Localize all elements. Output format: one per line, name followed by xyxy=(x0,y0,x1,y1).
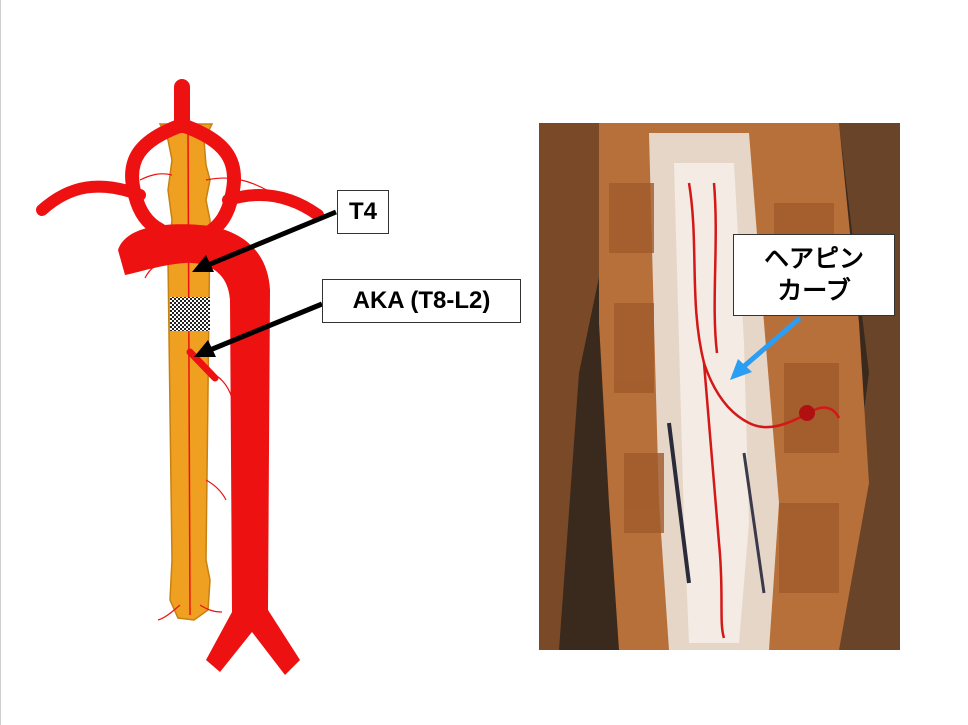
black-arrows xyxy=(192,209,337,357)
anterior-spinal-artery xyxy=(187,129,191,616)
slide-left-border xyxy=(0,0,1,725)
aortic-arch-branches xyxy=(36,79,324,239)
label-t4-text: T4 xyxy=(348,198,377,225)
label-aka-text: AKA (T8-L2) xyxy=(352,287,491,314)
label-hairpin-line1: ヘアピン xyxy=(763,245,864,273)
label-hairpin-curve: ヘアピン カーブ xyxy=(733,234,895,316)
graft-patch-icon xyxy=(170,297,210,331)
label-aka: AKA (T8-L2) xyxy=(322,279,521,323)
label-hairpin-line2: カーブ xyxy=(777,277,851,305)
aorta xyxy=(118,224,300,676)
label-t4: T4 xyxy=(337,190,389,234)
great-radicular-branch xyxy=(186,348,219,382)
